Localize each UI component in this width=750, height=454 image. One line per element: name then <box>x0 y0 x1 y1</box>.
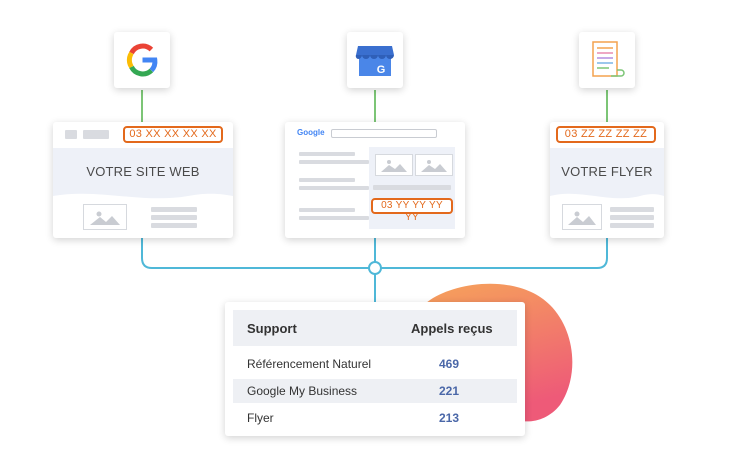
calls-table-card: Support Appels reçus Référencement Natur… <box>225 302 525 436</box>
flyer-document-icon <box>592 41 625 77</box>
google-my-business-icon: G <box>355 46 394 76</box>
website-nav-block <box>65 130 77 139</box>
website-card: 03 XX XX XX XX VOTRE SITE WEB <box>53 122 233 238</box>
row-calls: 221 <box>438 384 460 398</box>
website-text-line <box>151 207 197 212</box>
header-calls: Appels reçus <box>411 321 493 336</box>
website-hero-wave <box>53 193 233 204</box>
flyer-text-line <box>610 223 654 228</box>
result-text-line <box>299 186 369 190</box>
business-info-line <box>373 185 451 190</box>
website-hero-band <box>53 148 233 200</box>
flyer-hero-band <box>550 148 664 200</box>
table-header-bg <box>233 310 517 346</box>
image-icon <box>568 211 596 225</box>
result-text-line <box>299 208 355 212</box>
result-text-line <box>299 216 369 220</box>
result-text-line <box>299 178 355 182</box>
business-phone-number: 03 YY YY YY YY <box>371 198 453 223</box>
result-text-line <box>299 152 355 156</box>
row-support: Référencement Naturel <box>247 357 372 371</box>
flyer-card: 03 ZZ ZZ ZZ ZZ VOTRE FLYER <box>550 122 664 238</box>
svg-text:G: G <box>377 64 386 76</box>
table-row: Référencement Naturel 469 <box>233 352 517 376</box>
image-icon <box>421 160 447 172</box>
image-icon <box>90 211 120 225</box>
flyer-phone-number: 03 ZZ ZZ ZZ ZZ <box>556 126 656 143</box>
google-my-business-icon-tile: G <box>347 32 403 88</box>
flyer-hero-wave <box>550 193 664 204</box>
website-text-line <box>151 215 197 220</box>
image-icon <box>381 160 407 172</box>
google-icon-tile <box>114 32 170 88</box>
website-text-line <box>151 223 197 228</box>
website-nav-bar <box>83 130 109 139</box>
row-support: Google My Business <box>247 384 358 398</box>
flyer-icon-tile <box>579 32 635 88</box>
flyer-title: VOTRE FLYER <box>561 164 653 179</box>
business-photo <box>415 154 453 176</box>
google-search-logo: Google <box>297 128 325 137</box>
header-support: Support <box>247 321 297 336</box>
google-search-box <box>331 129 437 138</box>
flyer-image-placeholder <box>562 204 602 230</box>
row-calls: 213 <box>438 411 460 425</box>
website-phone-number: 03 XX XX XX XX <box>123 126 223 143</box>
table-row: Flyer 213 <box>233 406 517 430</box>
row-support: Flyer <box>247 411 274 425</box>
flyer-text-line <box>610 215 654 220</box>
row-calls: 469 <box>438 357 460 371</box>
result-text-line <box>299 160 369 164</box>
website-image-placeholder <box>83 204 127 230</box>
website-title: VOTRE SITE WEB <box>86 164 200 179</box>
google-g-icon <box>126 43 158 77</box>
google-search-card: Google 03 YY YY YY YY <box>285 122 465 238</box>
table-row: Google My Business 221 <box>233 379 517 403</box>
flyer-text-line <box>610 207 654 212</box>
business-photo <box>375 154 413 176</box>
